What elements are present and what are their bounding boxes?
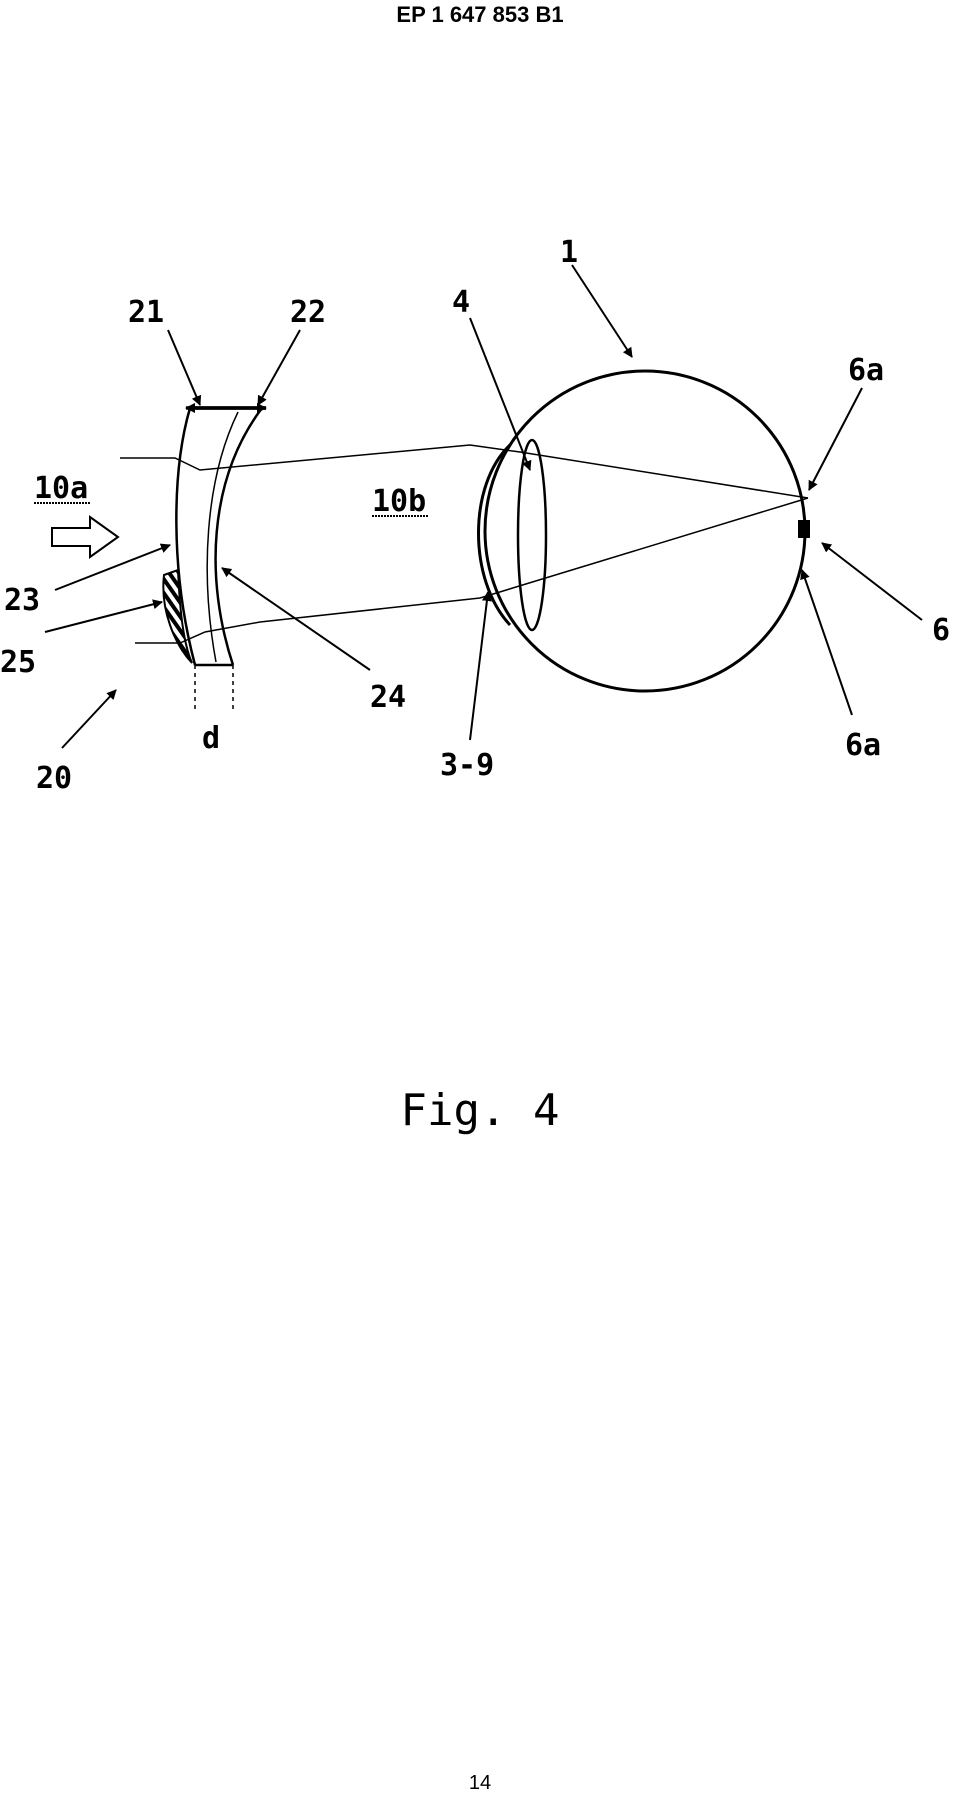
label-24: 24 — [370, 680, 406, 715]
leader-arrow-6a-bottom — [800, 569, 853, 716]
page-number: 14 — [468, 1772, 492, 1794]
leader-arrow-6 — [821, 542, 923, 621]
leader-arrow-22 — [257, 329, 301, 406]
label-4: 4 — [452, 285, 470, 320]
leader-arrow-6a-top — [808, 387, 863, 491]
leader-arrow-23 — [54, 543, 171, 591]
label-10a: 10a — [34, 471, 88, 506]
leader-arrow-20 — [61, 689, 117, 749]
label-3-9: 3-9 — [440, 748, 494, 783]
light-ray-lower — [135, 497, 809, 644]
spectacle-lens-back-surface — [214, 407, 264, 666]
leader-arrow-4 — [469, 317, 532, 471]
eyeball-outline — [483, 369, 807, 693]
crystalline-lens — [516, 438, 548, 632]
label-6a-top: 6a — [848, 353, 884, 388]
label-23: 23 — [4, 583, 40, 618]
label-1: 1 — [560, 235, 578, 270]
coating-25-hatched — [162, 568, 193, 664]
light-ray-upper — [120, 444, 809, 499]
label-25: 25 — [0, 645, 36, 680]
spectacle-lens-layer-line — [206, 411, 239, 663]
label-22: 22 — [290, 295, 326, 330]
label-20: 20 — [36, 761, 72, 796]
retina-spot-6 — [798, 520, 810, 538]
label-10b: 10b — [372, 484, 426, 519]
incident-light-arrow-10a — [51, 515, 120, 559]
leader-arrow-25 — [44, 599, 163, 633]
figure-caption: Fig. 4 — [401, 1085, 560, 1136]
leader-arrow-3-9 — [469, 591, 492, 741]
label-21: 21 — [128, 295, 164, 330]
label-d: d — [202, 721, 220, 756]
label-6: 6 — [932, 613, 950, 648]
label-6a-bottom: 6a — [845, 728, 881, 763]
leader-arrow-21 — [167, 329, 202, 406]
leader-arrow-24 — [221, 567, 371, 671]
leader-arrow-1 — [571, 264, 633, 358]
patent-number-header: EP 1 647 853 B1 — [396, 2, 564, 27]
spectacle-lens-front-surface — [175, 407, 197, 666]
cornea-outline — [477, 443, 512, 627]
